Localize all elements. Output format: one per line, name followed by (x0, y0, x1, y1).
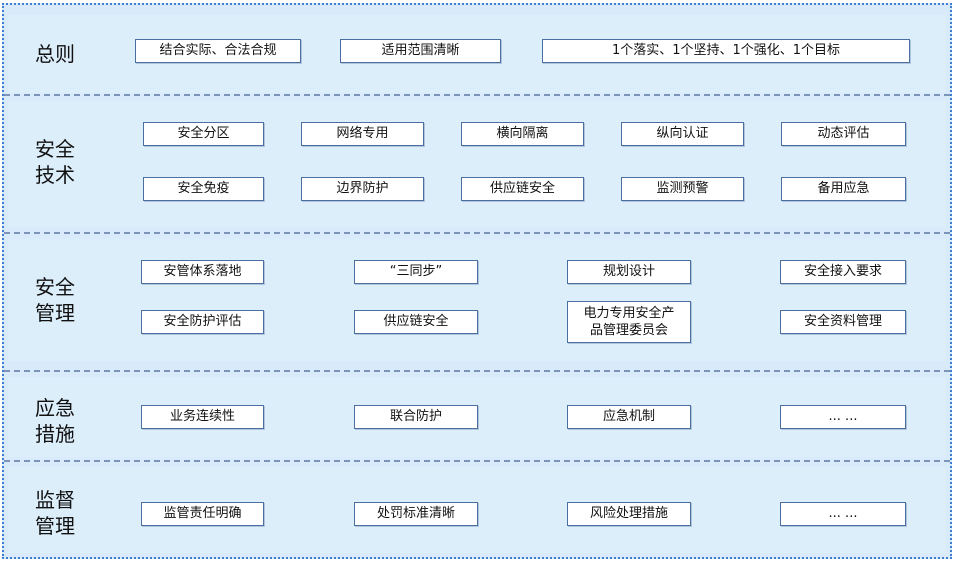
item-box: 业务连续性 (141, 405, 264, 429)
item-box: 纵向认证 (621, 122, 744, 146)
item-box: 安全接入要求 (780, 260, 906, 284)
item-box: 网络专用 (301, 122, 424, 146)
item-box: 1个落实、1个坚持、1个强化、1个目标 (542, 39, 910, 63)
item-box: 动态评估 (781, 122, 906, 146)
item-box: ... ... (780, 502, 906, 526)
section-management (8, 239, 946, 361)
item-box: 联合防护 (354, 405, 478, 429)
item-box: 安全免疫 (143, 177, 264, 201)
item-box: 备用应急 (781, 177, 906, 201)
section-label-management: 安全 管理 (35, 275, 75, 325)
item-box: 风险处理措施 (567, 502, 691, 526)
item-box: “三同步” (354, 260, 478, 284)
item-box: 安全资料管理 (780, 310, 906, 334)
item-box: 供应链安全 (461, 177, 584, 201)
section-label-supervision: 监督 管理 (35, 488, 75, 538)
item-box: 安管体系落地 (141, 260, 264, 284)
section-tech (8, 101, 946, 227)
item-box: 处罚标准清晰 (354, 502, 478, 526)
item-box: 应急机制 (567, 405, 691, 429)
item-box: 监测预警 (621, 177, 744, 201)
section-separator (4, 460, 950, 462)
item-box: 供应链安全 (354, 310, 478, 334)
item-box: 安全防护评估 (141, 310, 264, 334)
item-box: ... ... (780, 405, 906, 429)
item-box: 边界防护 (301, 177, 424, 201)
section-label-emergency: 应急 措施 (35, 396, 75, 446)
item-box: 安全分区 (143, 122, 264, 146)
item-box: 适用范围清晰 (340, 39, 501, 63)
item-box: 结合实际、合法合规 (135, 39, 301, 63)
section-separator (4, 370, 950, 372)
item-box: 横向隔离 (461, 122, 584, 146)
item-box: 监管责任明确 (141, 502, 264, 526)
section-separator (4, 94, 950, 96)
section-label-general: 总则 (35, 42, 75, 66)
section-separator (4, 232, 950, 234)
section-label-tech: 安全 技术 (35, 137, 75, 187)
item-box: 规划设计 (567, 260, 691, 284)
diagram-frame: 总则 结合实际、合法合规 适用范围清晰 1个落实、1个坚持、1个强化、1个目标 … (2, 3, 952, 559)
item-box: 电力专用安全产 品管理委员会 (567, 301, 691, 343)
